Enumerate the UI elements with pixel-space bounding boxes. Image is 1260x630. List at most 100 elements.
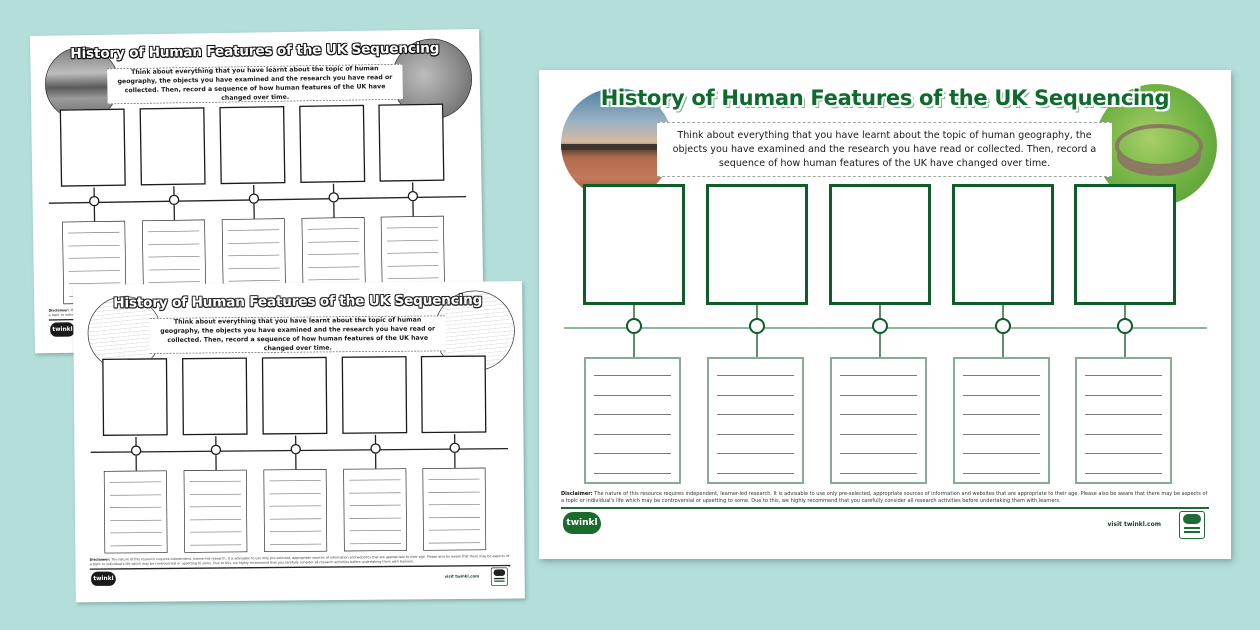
timeline-node-5 <box>407 190 419 202</box>
timeline-node-3 <box>290 443 301 455</box>
connector <box>253 203 255 220</box>
writing-line <box>594 414 671 416</box>
writing-line <box>349 504 401 506</box>
picture-box-5[interactable] <box>1074 184 1176 305</box>
writing-line <box>269 543 322 545</box>
writing-line <box>189 506 242 508</box>
writing-line <box>68 257 120 259</box>
writing-line <box>269 531 322 533</box>
connector <box>633 305 635 319</box>
writing-box-1[interactable] <box>584 357 681 484</box>
connector <box>93 206 96 222</box>
timeline-node-5 <box>1117 318 1133 334</box>
writing-box-4[interactable] <box>343 468 407 552</box>
writing-line <box>387 265 439 267</box>
writing-line <box>840 472 917 474</box>
writing-line <box>349 492 401 494</box>
writing-line <box>963 433 1040 435</box>
writing-line <box>1085 433 1162 435</box>
writing-line <box>963 472 1040 474</box>
writing-line <box>349 479 401 481</box>
connector <box>1124 334 1126 358</box>
writing-line <box>963 394 1040 396</box>
picture-box-2[interactable] <box>182 357 248 436</box>
writing-box-5[interactable] <box>1075 357 1172 484</box>
picture-box-4[interactable] <box>341 356 408 434</box>
timeline-node-1 <box>626 318 642 334</box>
timeline-node-4 <box>370 443 381 454</box>
twinkl-logo: twinkl <box>91 571 116 586</box>
writing-line <box>428 542 481 544</box>
writing-box-1[interactable] <box>103 470 168 554</box>
connector <box>173 205 176 221</box>
connector <box>295 454 297 470</box>
connector <box>1002 334 1004 358</box>
visit-link: visit twinkl.com <box>1107 521 1161 528</box>
writing-line <box>428 529 481 531</box>
picture-box-5[interactable] <box>420 355 487 434</box>
writing-line <box>147 230 200 233</box>
timeline-node-3 <box>872 318 888 334</box>
writing-line <box>110 532 162 534</box>
writing-line <box>307 228 359 230</box>
connector <box>374 453 377 470</box>
instructions-box: Think about everything that you have lea… <box>149 315 446 354</box>
picture-box-3[interactable] <box>261 356 328 435</box>
writing-line <box>387 252 439 254</box>
writing-line <box>1085 472 1162 474</box>
connector <box>215 455 217 471</box>
writing-line <box>387 277 439 280</box>
picture-box-3[interactable] <box>219 106 286 185</box>
connector <box>1124 305 1126 319</box>
writing-box-4[interactable] <box>953 357 1050 484</box>
writing-line <box>840 414 917 416</box>
writing-line <box>594 433 671 435</box>
writing-line <box>148 256 200 258</box>
writing-line <box>349 543 402 545</box>
picture-box-1[interactable] <box>59 108 126 187</box>
writing-line <box>717 414 794 416</box>
connector <box>135 455 137 472</box>
writing-line <box>228 280 280 282</box>
picture-box-1[interactable] <box>583 184 685 305</box>
writing-line <box>109 494 162 496</box>
writing-line <box>68 231 120 234</box>
picture-box-1[interactable] <box>102 358 168 436</box>
writing-line <box>1085 414 1162 416</box>
writing-line <box>1085 394 1162 396</box>
writing-line <box>190 531 242 533</box>
writing-box-2[interactable] <box>707 357 804 484</box>
writing-line <box>594 375 671 376</box>
writing-line <box>717 433 794 435</box>
writing-line <box>428 516 481 518</box>
picture-box-2[interactable] <box>139 107 206 186</box>
writing-box-2[interactable] <box>183 469 248 553</box>
writing-line <box>148 281 201 283</box>
writing-line <box>269 492 321 494</box>
connector <box>879 305 881 319</box>
writing-line <box>109 506 162 509</box>
writing-box-3[interactable] <box>830 357 927 484</box>
writing-line <box>227 229 280 231</box>
writing-line <box>717 375 794 376</box>
timeline-node-5 <box>449 442 460 454</box>
writing-line <box>307 240 360 243</box>
twinkl-logo: twinkl <box>50 322 75 337</box>
connector <box>1002 305 1004 319</box>
writing-line <box>68 270 121 272</box>
timeline-node-2 <box>210 444 222 456</box>
writing-box-5[interactable] <box>422 467 487 551</box>
picture-box-3[interactable] <box>829 184 931 305</box>
writing-line <box>840 375 917 376</box>
writing-box-3[interactable] <box>263 469 328 553</box>
timeline-node-4 <box>328 192 339 203</box>
worksheet-preview-lineart: History of Human Features of the UK Sequ… <box>73 281 525 603</box>
picture-box-2[interactable] <box>706 184 808 305</box>
writing-line <box>189 518 242 521</box>
picture-box-4[interactable] <box>299 104 366 183</box>
picture-box-4[interactable] <box>952 184 1054 305</box>
writing-line <box>189 493 241 495</box>
writing-line <box>190 544 242 546</box>
picture-box-5[interactable] <box>378 103 445 182</box>
footer-divider <box>561 507 1209 509</box>
